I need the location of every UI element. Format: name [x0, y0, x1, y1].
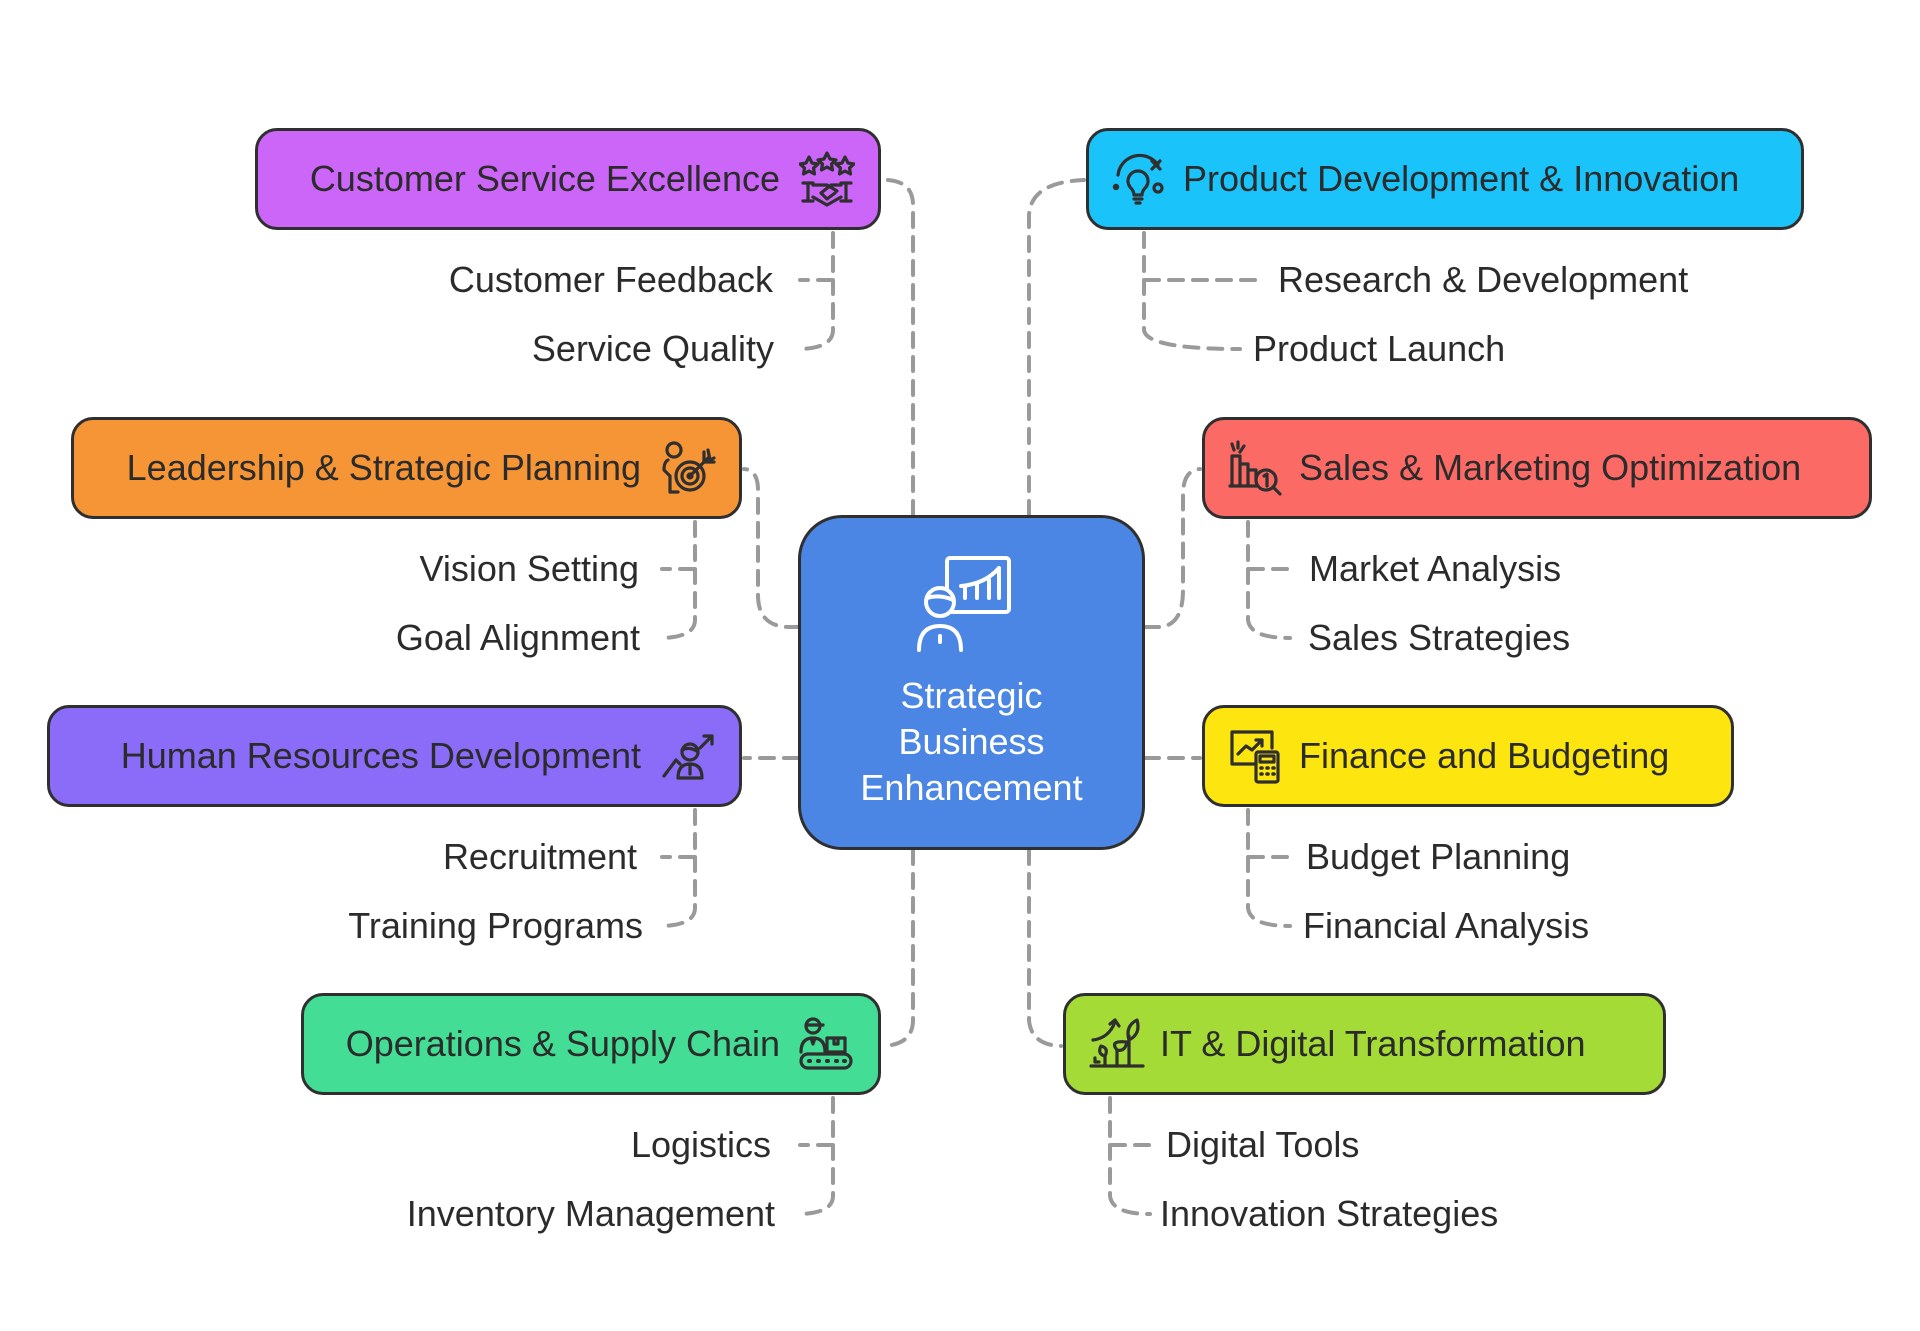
topic-sales-marketing[interactable]: Sales & Marketing Optimization	[1202, 417, 1872, 519]
connector-leadership	[742, 467, 802, 629]
stars-handshake-icon	[798, 150, 856, 208]
child-connector-service-quality	[798, 278, 835, 351]
central-topic-title: Strategic Business Enhancement	[860, 673, 1082, 811]
presentation-growth-icon	[916, 554, 1027, 659]
connector-product-development	[1027, 178, 1086, 517]
subtopic-inventory-management[interactable]: Inventory Management	[406, 1193, 775, 1234]
subtopic-customer-feedback[interactable]: Customer Feedback	[448, 259, 773, 300]
child-connector-inventory-management	[798, 1143, 835, 1216]
topic-finance[interactable]: Finance and Budgeting	[1202, 705, 1734, 807]
child-connector-logistics	[798, 1096, 835, 1147]
child-connector-recruitment	[660, 808, 697, 859]
connector-operations	[880, 848, 915, 1048]
topic-human-resources[interactable]: Human Resources Development	[47, 705, 742, 807]
topic-label: Sales & Marketing Optimization	[1299, 447, 1802, 488]
topic-label: IT & Digital Transformation	[1160, 1023, 1586, 1064]
topic-customer-service[interactable]: Customer Service Excellence	[255, 128, 881, 230]
topic-label: Leadership & Strategic Planning	[126, 447, 641, 488]
subtopic-financial-analysis[interactable]: Financial Analysis	[1303, 905, 1590, 946]
child-connector-sales-strategies	[1246, 567, 1292, 640]
plant-growth-icon	[1088, 1015, 1146, 1073]
topic-label: Product Development & Innovation	[1183, 158, 1740, 199]
central-topic[interactable]: Strategic Business Enhancement	[798, 515, 1145, 850]
child-connector-financial-analysis	[1246, 855, 1292, 928]
topic-label: Human Resources Development	[120, 735, 641, 776]
chart-search-icon	[1227, 439, 1285, 497]
child-connector-customer-feedback	[798, 231, 835, 282]
subtopic-recruitment[interactable]: Recruitment	[442, 836, 637, 877]
subtopic-digital-tools[interactable]: Digital Tools	[1166, 1124, 1360, 1165]
child-connector-budget-planning	[1246, 808, 1292, 859]
subtopic-vision-setting[interactable]: Vision Setting	[419, 548, 639, 589]
child-connector-innovation-strategies	[1108, 1143, 1152, 1216]
topic-it-digital[interactable]: IT & Digital Transformation	[1063, 993, 1666, 1095]
connector-sales-marketing	[1143, 467, 1202, 629]
connector-customer-service	[886, 178, 915, 517]
topic-label: Operations & Supply Chain	[345, 1023, 780, 1064]
topic-label: Finance and Budgeting	[1299, 735, 1670, 776]
person-target-icon	[659, 439, 717, 497]
subtopic-goal-alignment[interactable]: Goal Alignment	[395, 617, 640, 658]
subtopic-service-quality[interactable]: Service Quality	[531, 328, 774, 369]
subtopic-logistics[interactable]: Logistics	[630, 1124, 771, 1165]
central-title-line: Business	[898, 721, 1045, 762]
child-connector-research-development	[1142, 231, 1267, 282]
subtopic-market-analysis[interactable]: Market Analysis	[1309, 548, 1562, 589]
child-connector-vision-setting	[660, 520, 697, 571]
topic-product-development[interactable]: Product Development & Innovation	[1086, 128, 1804, 230]
lightbulb-idea-icon	[1111, 150, 1169, 208]
child-connector-goal-alignment	[660, 567, 697, 640]
topic-operations[interactable]: Operations & Supply Chain	[301, 993, 881, 1095]
child-connector-market-analysis	[1246, 520, 1292, 571]
subtopic-product-launch[interactable]: Product Launch	[1253, 328, 1506, 369]
central-title-line: Strategic	[900, 675, 1043, 716]
connector-it-digital	[1027, 848, 1063, 1048]
central-title-line: Enhancement	[860, 767, 1083, 808]
subtopic-sales-strategies[interactable]: Sales Strategies	[1308, 617, 1571, 658]
subtopic-training-programs[interactable]: Training Programs	[348, 905, 643, 946]
chart-calculator-icon	[1227, 727, 1285, 785]
topic-leadership[interactable]: Leadership & Strategic Planning	[71, 417, 742, 519]
child-connector-training-programs	[660, 855, 697, 928]
subtopic-budget-planning[interactable]: Budget Planning	[1306, 836, 1571, 877]
child-connector-digital-tools	[1108, 1096, 1152, 1147]
subtopic-innovation-strategies[interactable]: Innovation Strategies	[1160, 1193, 1499, 1234]
worker-conveyor-icon	[798, 1015, 856, 1073]
topic-label: Customer Service Excellence	[309, 158, 780, 199]
child-connector-product-launch	[1142, 278, 1242, 351]
person-growth-icon	[659, 727, 717, 785]
subtopic-research-development[interactable]: Research & Development	[1278, 259, 1689, 300]
